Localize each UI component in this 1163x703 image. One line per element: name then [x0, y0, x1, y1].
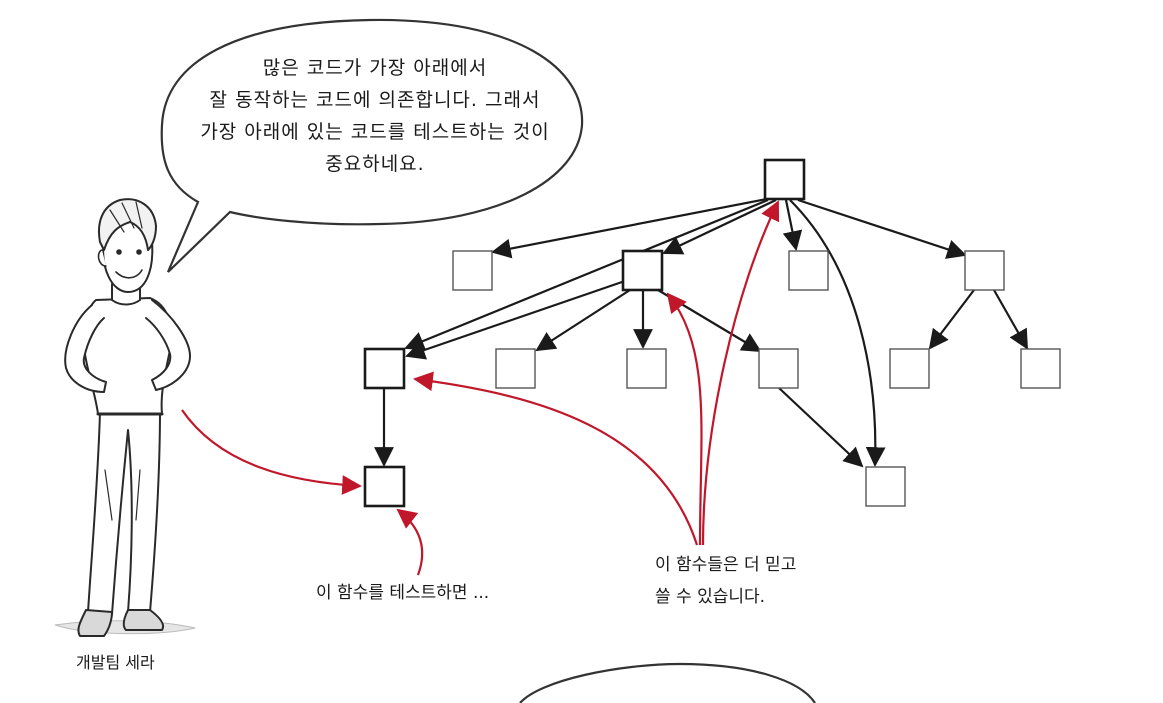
node-l2-2: [495, 348, 536, 389]
arrow-l1-2-to-l2-4: [657, 289, 762, 353]
red-arrow-trust-to-root: [701, 200, 780, 546]
call-arrows: [374, 196, 1028, 468]
arrow-root-to-l1-4: [797, 198, 967, 259]
arrow-root-to-l2-1: [404, 198, 769, 351]
bottom-speech-bubble: [519, 662, 816, 703]
red-arrow-caption-to-node: [396, 508, 424, 576]
developer-character-illustration: [54, 198, 196, 637]
trust-caption-line-1: 이 함수들은 더 믿고: [655, 555, 797, 575]
test-function-caption: 이 함수를 테스트하면 ...: [316, 583, 490, 603]
speech-bubble: [160, 18, 584, 273]
speech-line-3: 가장 아래에 있는 코드를 테스트하는 것이: [200, 121, 550, 143]
speech-line-4: 중요하네요.: [325, 153, 425, 175]
red-arrow-trust-to-l1-2: [666, 292, 703, 546]
node-l1-3: [788, 250, 829, 291]
arrow-l1-4-to-l2-5: [928, 289, 975, 350]
speech-line-2: 잘 동작하는 코드에 의존합니다. 그래서: [209, 89, 541, 111]
node-l1-4: [964, 250, 1005, 291]
red-arrow-sara-to-node: [181, 409, 362, 495]
node-root: [763, 158, 806, 201]
arrow-root-to-l1-2: [662, 199, 777, 255]
node-l2-1: [363, 347, 406, 390]
function-nodes: [363, 158, 1061, 508]
speech-bubble-text: 많은 코드가 가장 아래에서 잘 동작하는 코드에 의존합니다. 그래서 가장 …: [175, 52, 575, 180]
arrow-l2-4-to-l3-2: [778, 387, 864, 468]
arrow-l1-4-to-l2-6: [993, 289, 1028, 350]
arrow-root-to-l1-1: [491, 196, 773, 259]
node-l3-1: [363, 465, 406, 508]
node-l3-2: [865, 466, 906, 507]
character-name-label: 개발팀 세라: [76, 653, 155, 672]
arrow-root-to-l3-2: [789, 199, 886, 467]
node-l2-3: [626, 348, 667, 389]
node-l2-6: [1020, 348, 1061, 389]
node-l2-4: [758, 348, 799, 389]
red-arrow-trust-to-l2-1: [413, 371, 699, 546]
node-l1-1: [452, 250, 493, 291]
annotation-arrows: [181, 200, 780, 576]
trust-caption-line-2: 쓸 수 있습니다.: [655, 587, 766, 607]
arrow-l1-2-to-l2-2: [535, 289, 631, 352]
speech-line-1: 많은 코드가 가장 아래에서: [262, 57, 488, 79]
arrow-root-to-l1-3: [782, 199, 803, 251]
node-l2-5: [889, 348, 930, 389]
node-l1-2: [621, 249, 664, 292]
arrow-l1-2-to-l2-1: [405, 280, 623, 360]
